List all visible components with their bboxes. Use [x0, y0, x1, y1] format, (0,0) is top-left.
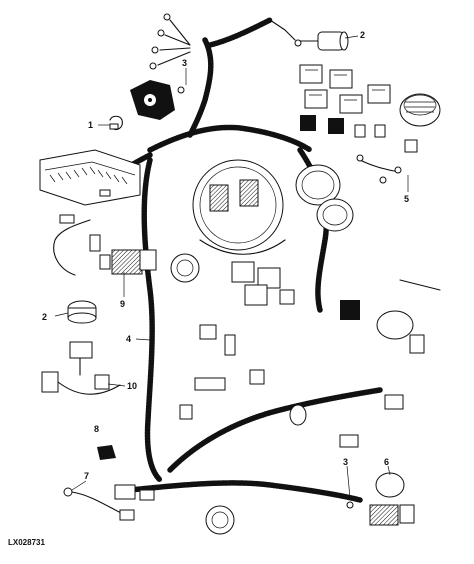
callout-3-top: 3	[182, 58, 187, 68]
callout-6: 6	[384, 457, 389, 467]
sender-round-left	[67, 300, 97, 324]
lower-mid-components	[179, 324, 404, 448]
key-switch-right	[340, 279, 441, 354]
switch-left-mid	[41, 341, 121, 395]
multi-pin-connector-top	[130, 80, 185, 120]
callout-2-left: 2	[42, 312, 47, 322]
ring-terminals-top-left	[149, 13, 302, 70]
leader-lines	[54, 35, 409, 499]
callout-4: 4	[126, 334, 131, 344]
connector-block-9	[111, 249, 157, 275]
reference-code: LX028731	[8, 538, 45, 547]
fuse-box	[39, 149, 141, 206]
sensor-8	[97, 445, 116, 460]
harness-clip	[109, 115, 123, 131]
callout-9: 9	[120, 299, 125, 309]
callout-8: 8	[94, 424, 99, 434]
callout-1: 1	[88, 120, 93, 130]
buzzer-round	[399, 93, 441, 153]
mid-components	[170, 253, 295, 306]
bottom-connectors	[114, 472, 415, 535]
ground-terminal-7	[63, 487, 135, 521]
callout-5: 5	[404, 194, 409, 204]
callout-7: 7	[84, 471, 89, 481]
left-connectors	[53, 214, 111, 276]
relay-block-top-right	[299, 64, 391, 138]
callout-10: 10	[127, 381, 137, 391]
callout-3-bottom: 3	[343, 457, 348, 467]
instrument-cluster	[192, 159, 286, 255]
relay-cylinder-top	[299, 31, 349, 51]
connector-branch-5	[356, 154, 402, 184]
callout-2-top: 2	[360, 30, 365, 40]
gauges-right	[295, 164, 354, 232]
